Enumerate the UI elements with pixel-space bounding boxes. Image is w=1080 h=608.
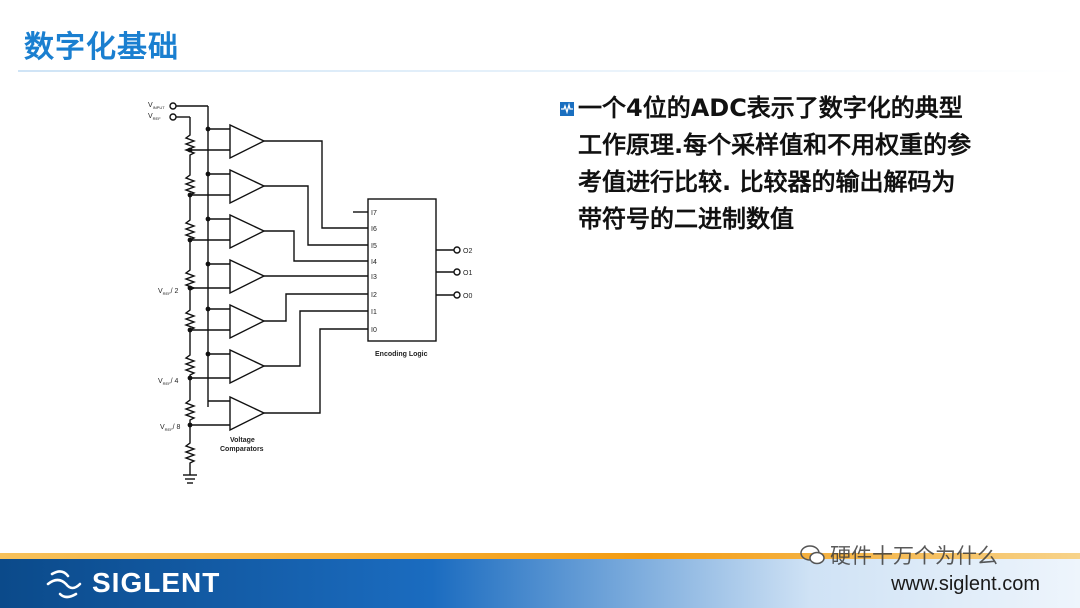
encoder-input-label: I2 [371, 292, 377, 299]
bullet-line: 带符号的二进制数值 [578, 205, 794, 233]
output-label: O0 [463, 293, 472, 300]
title-rule [18, 70, 1080, 72]
bullet-line: 考值进行比较. 比较器的输出解码为 [578, 168, 956, 196]
output-label: O2 [463, 248, 472, 255]
encoder-input-label: I6 [371, 226, 377, 233]
brand-logo-text: SIGLENT [92, 567, 221, 598]
encoder-input-label: I0 [371, 327, 377, 334]
comparators-label: Voltage [230, 437, 255, 444]
footer-bar [0, 559, 1080, 608]
wechat-icon [800, 544, 826, 571]
vref-eighth-label: VREF/ 8 [160, 424, 181, 432]
vref-half-label: VREF/ 2 [158, 288, 179, 296]
encoder-input-label: I7 [371, 210, 377, 217]
vref-quarter-label: VREF/ 4 [158, 378, 179, 386]
signal-icon [560, 102, 574, 116]
encoder-input-label: I4 [371, 259, 377, 266]
v-ref-label: VREF [148, 113, 161, 121]
encoder-label: Encoding Logic [375, 351, 428, 358]
encoder-input-label: I5 [371, 243, 377, 250]
encoder-input-label: I1 [371, 309, 377, 316]
encoder-input-label: I3 [371, 274, 377, 281]
bullet-line: 一个4位的ADC表示了数字化的典型 [578, 94, 963, 122]
website-link[interactable]: www.siglent.com [891, 573, 1040, 595]
bullet-text: 一个4位的ADC表示了数字化的典型 工作原理.每个采样值和不用权重的参 考值进行… [578, 90, 1030, 238]
watermark: 硬件十万个为什么 [800, 540, 998, 571]
adc-circuit-diagram: VINPUT VREF VREF/ 2 VREF/ 4 VREF/ 8 Volt… [148, 102, 472, 484]
watermark-text: 硬件十万个为什么 [830, 544, 998, 568]
v-input-label: VINPUT [148, 102, 165, 110]
bullet-line: 工作原理.每个采样值和不用权重的参 [578, 131, 972, 159]
bullet-block: 一个4位的ADC表示了数字化的典型 工作原理.每个采样值和不用权重的参 考值进行… [560, 90, 1030, 238]
comparators-label: Comparators [220, 446, 264, 453]
siglent-logo-icon [46, 570, 82, 599]
output-label: O1 [463, 270, 472, 277]
footer-orange-stripe [0, 553, 1080, 559]
slide-title: 数字化基础 [24, 30, 179, 65]
